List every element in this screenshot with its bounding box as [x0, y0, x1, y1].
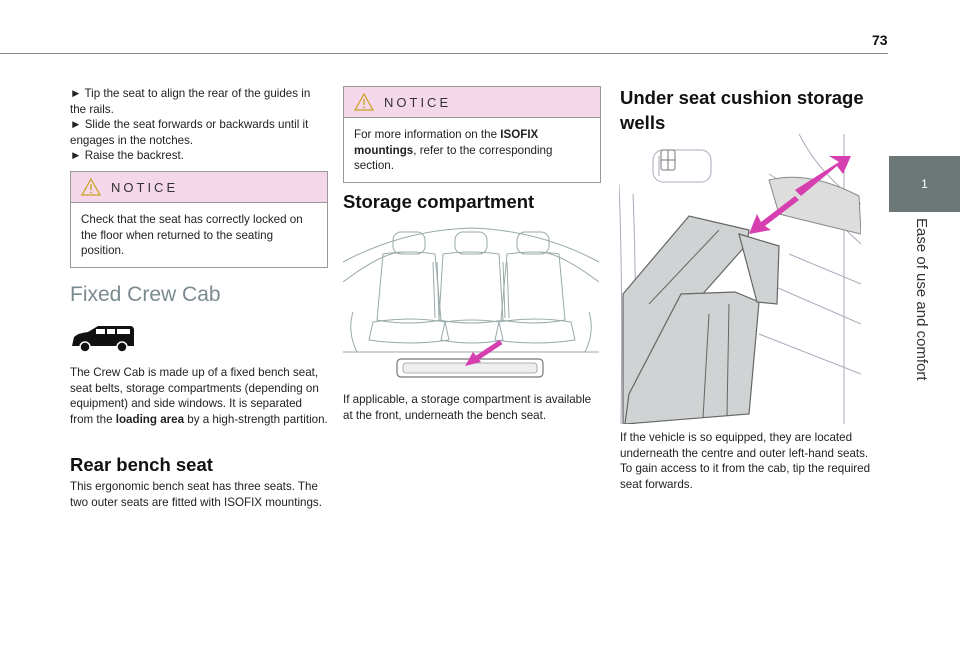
notice-header: NOTICE [344, 87, 600, 118]
step-2: ► Slide the seat forwards or backwards u… [70, 118, 309, 147]
notice-box-2: NOTICE For more information on the ISOFI… [343, 86, 601, 183]
under-seat-text: If the vehicle is so equipped, they are … [620, 431, 871, 491]
chapter-title: Ease of use and comfort [913, 218, 930, 381]
header-rule [0, 53, 888, 54]
bench-seat-illustration [343, 227, 599, 378]
pink-arrow-down [749, 196, 799, 234]
notice-header: NOTICE [71, 172, 327, 203]
chapter-tab[interactable]: 1 [889, 156, 960, 212]
seat-steps: ► Tip the seat to align the rear of the … [70, 86, 328, 164]
notice-text: Check that the seat has correctly locked… [71, 203, 327, 267]
page-number: 73 [872, 32, 888, 48]
van-icon [72, 326, 134, 353]
bold-loading-area: loading area [115, 412, 185, 426]
rear-bench-heading: Rear bench seat [70, 454, 213, 475]
notice-box-1: NOTICE Check that the seat has correctly… [70, 171, 328, 268]
section-heading-crew-cab: Fixed Crew Cab [70, 283, 221, 306]
notice-label: NOTICE [384, 94, 452, 110]
pink-arrow-up [795, 156, 851, 196]
storage-wells-illustration [619, 134, 861, 424]
chapter-tab-number: 1 [921, 177, 928, 191]
warning-icon [81, 178, 101, 196]
crew-cab-paragraph: The Crew Cab is made up of a fixed bench… [70, 366, 328, 426]
notice-text: For more information on the ISOFIX mount… [344, 118, 600, 182]
step-1: ► Tip the seat to align the rear of the … [70, 87, 311, 116]
warning-icon [354, 93, 374, 111]
storage-compartment-text: If applicable, a storage compartment is … [343, 393, 592, 422]
under-seat-heading: Under seat cushion storage wells [620, 87, 864, 133]
notice-label: NOTICE [111, 179, 179, 195]
storage-compartment-heading: Storage compartment [343, 191, 535, 212]
rear-bench-text: This ergonomic bench seat has three seat… [70, 480, 322, 509]
step-3: ► Raise the backrest. [70, 149, 184, 163]
bold-isofix: ISOFIX mountings [354, 128, 539, 157]
pink-arrow [465, 339, 503, 366]
